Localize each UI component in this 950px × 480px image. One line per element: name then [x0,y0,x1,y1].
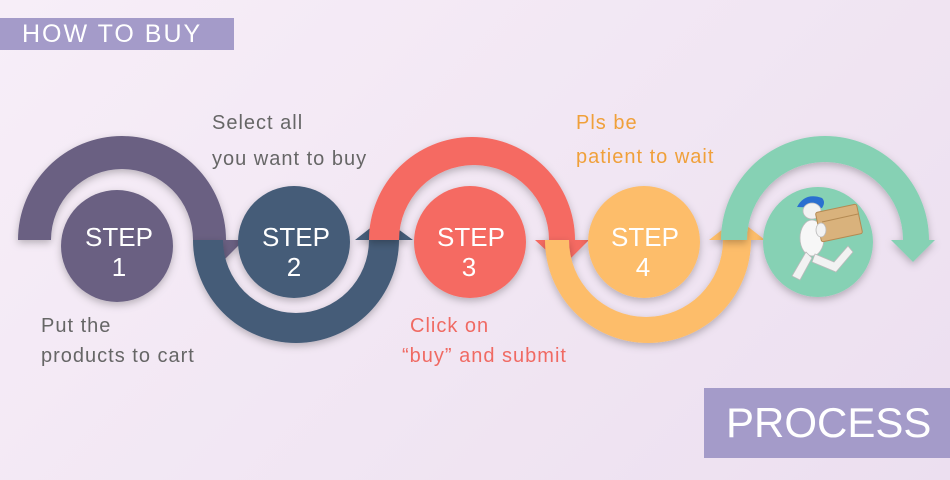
step-2-caption: Select all you want to buy [212,105,367,177]
step-3-number: 3 [462,252,476,282]
step-4-caption-line-2: patient to wait [576,146,715,168]
step-4-number: 4 [636,252,650,282]
step-1-number: 1 [112,252,126,282]
delivery-runner-icon [791,196,863,281]
step-1-caption: Put the products to cart [41,311,195,371]
step-4-caption: Pls be patient to wait [576,106,714,174]
step-2-arrow [193,218,413,343]
page-title: HOW TO BUY [0,18,234,50]
step-1-arrow [18,136,244,266]
final-arrow [721,136,935,262]
step-3-circle: STEP 3 [414,186,526,298]
step-2-circle: STEP 2 [238,186,350,298]
step-4-word: STEP [611,222,679,252]
step-2-number: 2 [287,252,301,282]
step-1-caption-line-2: products to cart [41,345,195,367]
step-3-word: STEP [437,222,505,252]
step-4-arrow [545,218,765,343]
step-3-caption: Click on “buy” and submit [402,311,567,371]
step-4-circle: STEP 4 [588,186,700,298]
step-3-caption-line-1: Click on [410,315,490,337]
step-4-caption-line-1: Pls be [576,112,638,134]
step-2-caption-line-1: Select all [212,112,304,134]
step-1-circle: STEP 1 [61,190,173,302]
step-3-caption-line-2: “buy” and submit [402,345,567,367]
step-1-word: STEP [85,222,153,252]
final-circle [763,187,873,297]
step-1-caption-line-1: Put the [41,315,112,337]
step-2-caption-line-2: you want to buy [212,148,368,170]
process-label: PROCESS [704,388,950,458]
step-3-arrow [369,137,589,266]
step-2-word: STEP [262,222,330,252]
